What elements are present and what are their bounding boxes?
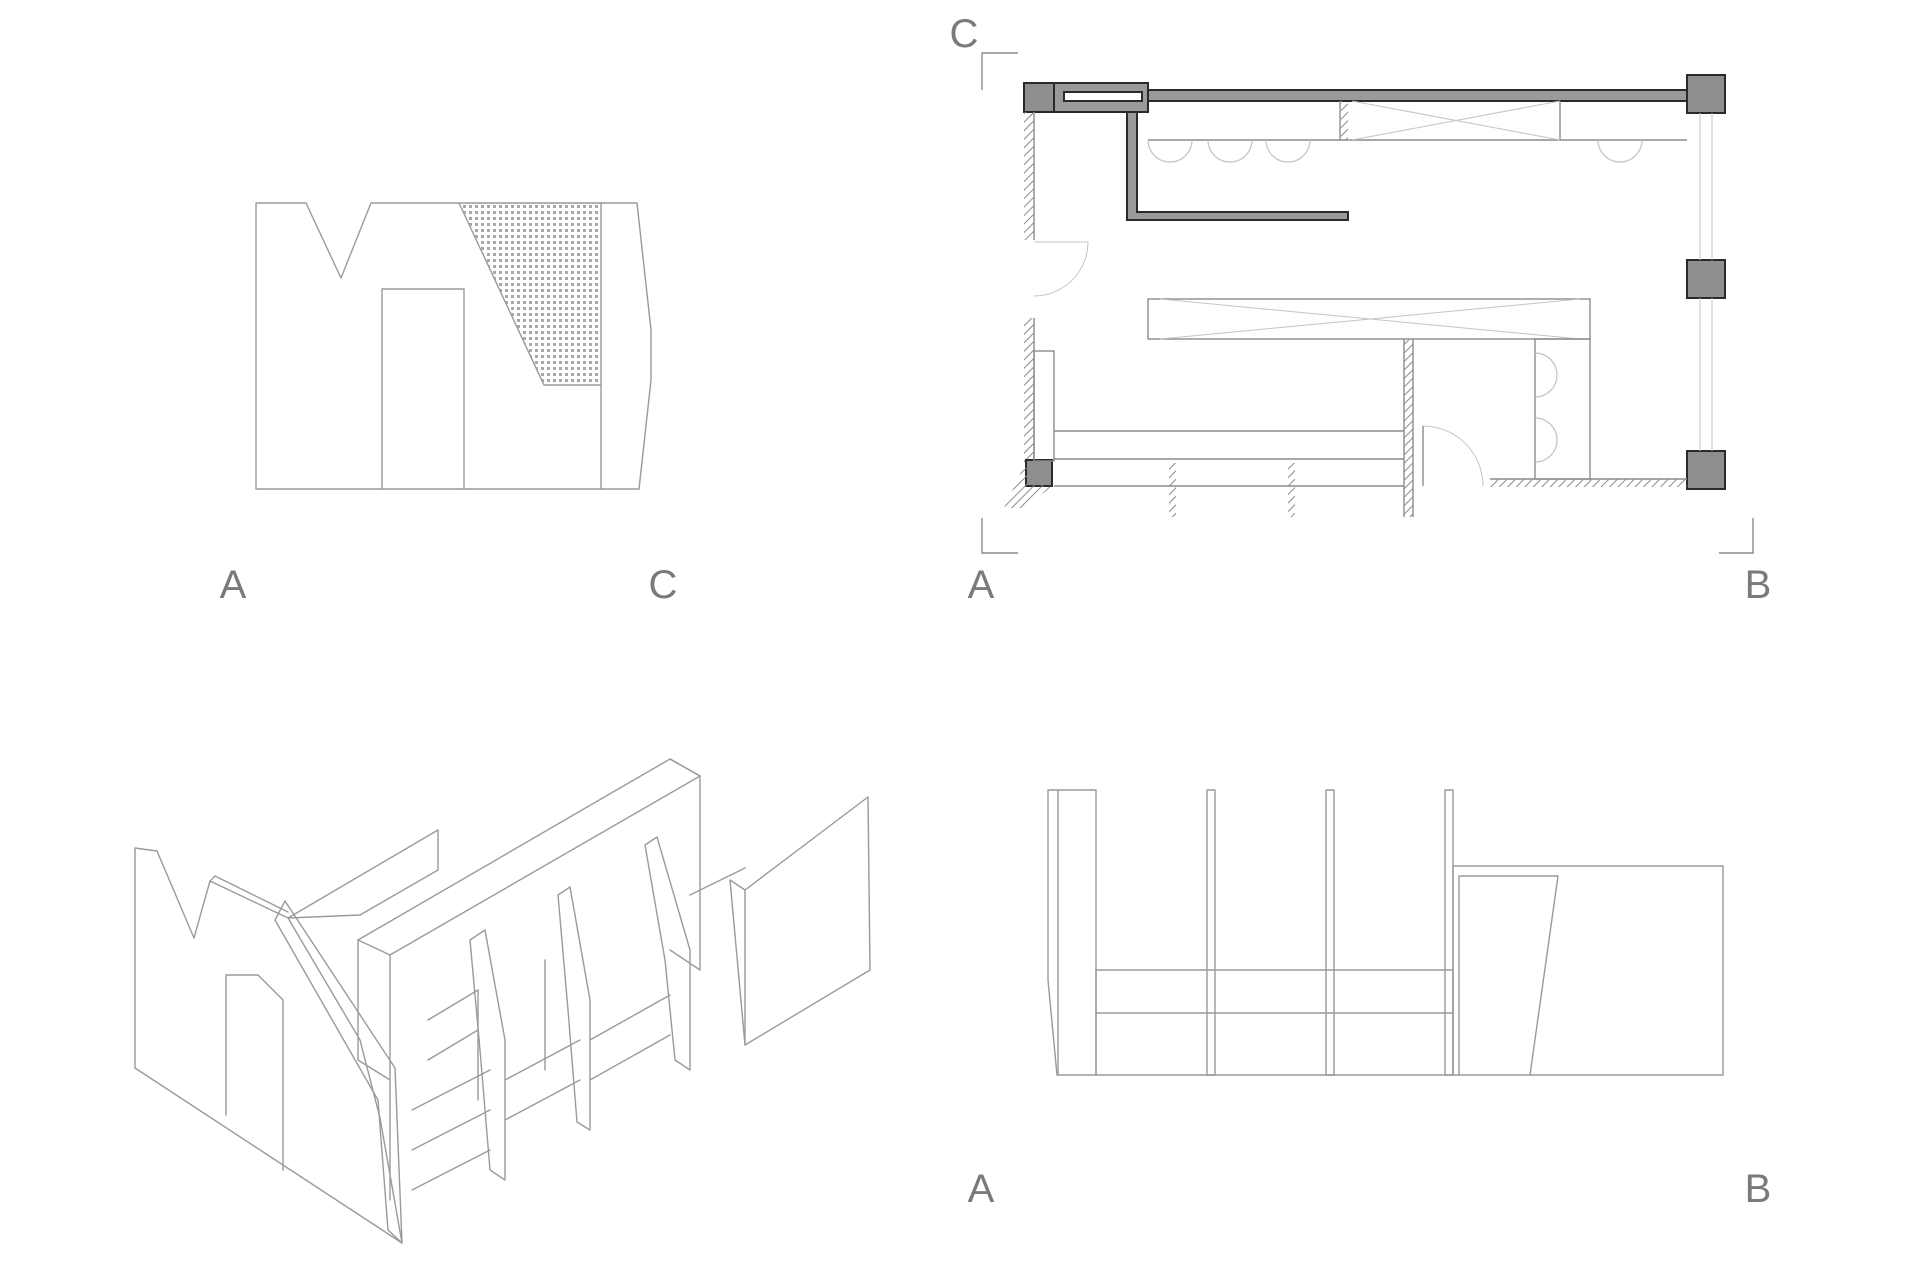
plan-lower-counters	[1033, 339, 1414, 517]
axo-fin-3	[557, 886, 591, 1131]
plan-island	[1147, 298, 1591, 340]
plan-right-window	[1699, 113, 1713, 451]
plan-column-top-right	[1686, 74, 1726, 114]
elevation-ac-label-left: A	[220, 563, 247, 607]
axo-fin-1	[274, 900, 403, 1244]
elevation-ab-counter	[1095, 969, 1454, 1076]
axo-cabinet-front	[357, 939, 391, 1201]
plan-corner-marker-bottom-right	[1719, 518, 1754, 554]
axo-back-rail	[689, 867, 746, 896]
plan-column-bottom-right	[1686, 450, 1726, 490]
axo-fin-2	[469, 929, 506, 1181]
plan-left-wall-upper	[1024, 112, 1034, 240]
axo-back-wall	[287, 829, 439, 919]
plan-corner-marker-bottom-left	[981, 518, 1018, 554]
axo-fin-4	[644, 836, 691, 1071]
plan-left-wall-lower	[1024, 318, 1034, 463]
plan-entry-door-swing	[1033, 241, 1089, 297]
elevation-ab-wall	[1452, 865, 1724, 1076]
plan-corner-marker-top-left	[981, 52, 1018, 90]
plan-label-a: A	[968, 563, 995, 607]
elevation-ab-door	[1458, 875, 1559, 1076]
elevation-ac-diagonal-edge	[458, 202, 545, 386]
plan-inner-door-swing	[1422, 425, 1484, 487]
plan-top-wall	[1143, 89, 1691, 102]
elevation-ac-door	[381, 288, 465, 490]
plan-label-b: B	[1745, 563, 1772, 607]
elevation-a-b: A B	[968, 789, 1772, 1211]
axo-left-wall	[134, 847, 403, 1244]
elevation-ac-outline	[255, 202, 652, 490]
plan-right-cabinets	[1490, 338, 1687, 487]
elevation-ab-fins	[1206, 789, 1454, 1076]
axo-left-door	[225, 974, 284, 1171]
elevation-ac-label-right: C	[649, 563, 678, 607]
axo-left-wall-top-edge	[209, 875, 289, 913]
plan-label-c: C	[950, 12, 979, 56]
elevation-ab-label-right: B	[1745, 1167, 1772, 1211]
axo-shelves	[411, 959, 671, 1191]
elevation-a-c: A C	[220, 202, 678, 607]
axo-cabinet-right-face	[669, 758, 701, 971]
plan-top-cabinets	[1147, 100, 1687, 163]
plan-window-slot	[1063, 91, 1143, 102]
axo-side-panel	[729, 796, 871, 1046]
elevation-ab-label-left: A	[968, 1167, 995, 1211]
plan-interior-wall	[1126, 111, 1349, 221]
elevation-ac-dotted-panel	[459, 203, 601, 385]
axo-cabinet-top	[357, 758, 701, 956]
plan-bottom-left-hatch	[1004, 466, 1050, 508]
plan-top-left-column	[1023, 82, 1055, 113]
floor-plan: C A B	[950, 12, 1772, 607]
elevation-ab-outline	[1047, 789, 1097, 1076]
plan-column-middle-right	[1686, 259, 1726, 299]
axonometric-view	[134, 758, 871, 1244]
